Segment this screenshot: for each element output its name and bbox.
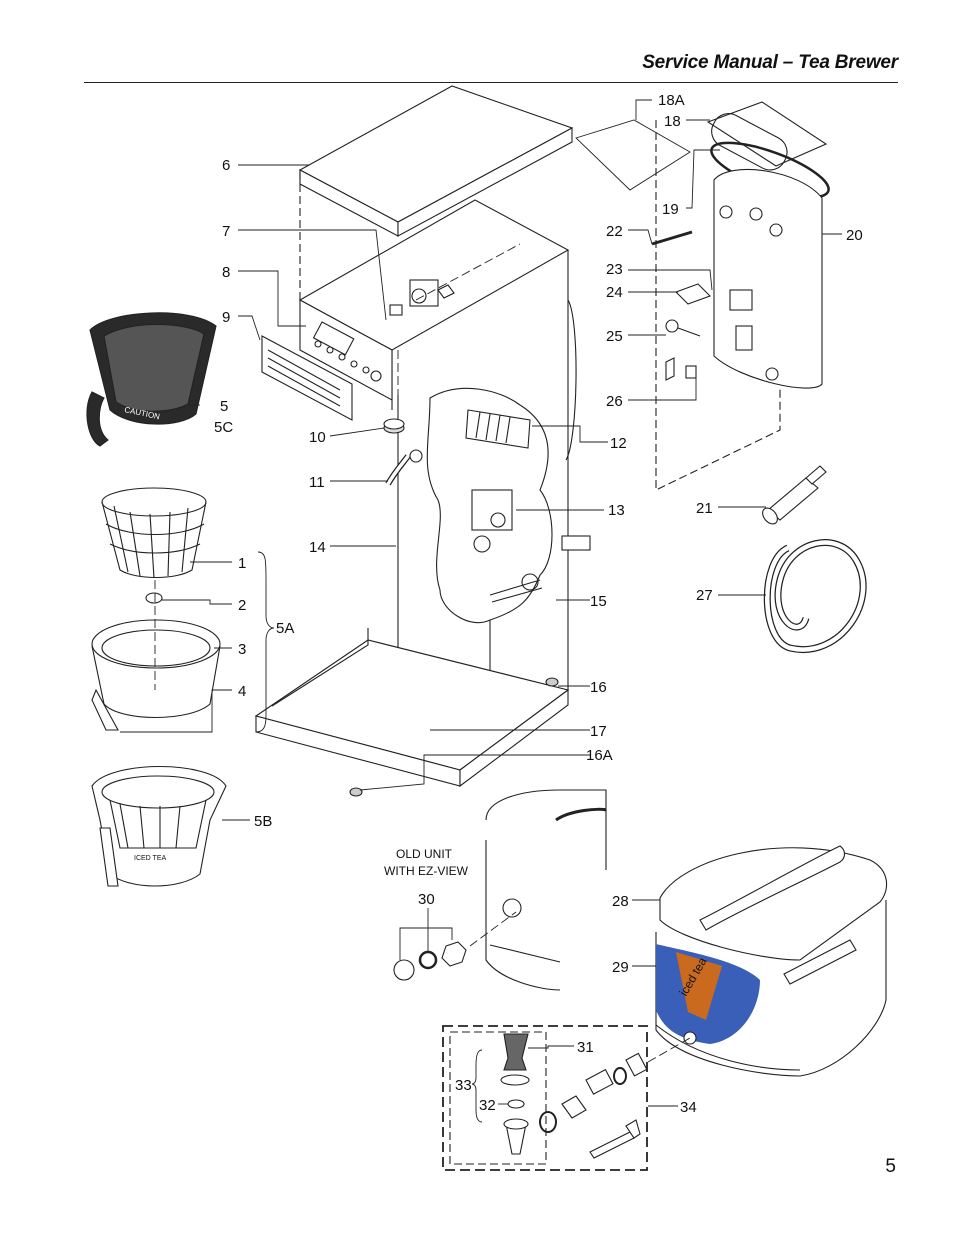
dispenser-28-29 xyxy=(655,845,888,1077)
bracket-26 xyxy=(665,357,697,381)
callout-23: 23 xyxy=(606,261,623,278)
callout-24: 24 xyxy=(606,284,623,301)
callout-5b: 5B xyxy=(254,813,272,830)
callout-27: 27 xyxy=(696,587,713,604)
phantom-lines xyxy=(154,243,691,1063)
faucet-seat-32 xyxy=(503,1099,529,1155)
callout-17: 17 xyxy=(590,723,607,740)
tubing-27 xyxy=(763,539,867,653)
drip-tray-17 xyxy=(254,628,570,788)
callout-12: 12 xyxy=(610,435,627,452)
probe-22 xyxy=(651,230,693,246)
callout-30: 30 xyxy=(418,891,435,908)
leg-16a xyxy=(349,787,363,797)
faucet-fittings xyxy=(539,1052,648,1159)
leader-lines xyxy=(120,99,842,1123)
callout-18: 18 xyxy=(664,113,681,130)
faucet-handle-31 xyxy=(500,1033,530,1086)
callout-2: 2 xyxy=(238,597,246,614)
control-panel xyxy=(299,299,393,401)
callout-20: 20 xyxy=(846,227,863,244)
tank-gasket-18a xyxy=(575,119,691,191)
control-panel-overlay xyxy=(261,335,353,421)
callout-22: 22 xyxy=(606,223,623,240)
relay-24 xyxy=(675,283,711,305)
leg-16 xyxy=(545,677,559,687)
callout-labels: 6 7 8 9 5 5C 10 11 14 1 2 5A 3 4 5B 12 1… xyxy=(214,92,863,1116)
sealant-tube-21 xyxy=(762,465,827,525)
callout-16a: 16A xyxy=(586,747,613,764)
callout-10: 10 xyxy=(309,429,326,446)
tank-20 xyxy=(713,169,823,389)
callout-32: 32 xyxy=(479,1097,496,1114)
callout-4: 4 xyxy=(238,683,246,700)
old-unit-note-line1: OLD UNIT xyxy=(396,847,453,861)
callout-33: 33 xyxy=(455,1077,472,1094)
callout-9: 9 xyxy=(222,309,230,326)
callout-16: 16 xyxy=(590,679,607,696)
callout-5a: 5A xyxy=(276,620,294,637)
sensor-25 xyxy=(665,319,701,337)
page-header-title: Service Manual – Tea Brewer xyxy=(642,52,898,73)
old-dispenser xyxy=(485,789,607,991)
brewer-top-cover xyxy=(298,85,574,237)
old-unit-note-line2: WITH EZ-VIEW xyxy=(384,864,469,878)
callout-28: 28 xyxy=(612,893,629,910)
callout-7: 7 xyxy=(222,223,230,240)
callout-1: 1 xyxy=(238,555,246,572)
funnel-handle-4 xyxy=(91,688,119,731)
tank-lid-18 xyxy=(706,101,828,171)
callout-26: 26 xyxy=(606,393,623,410)
funnel-body-3 xyxy=(91,619,221,718)
callout-21: 21 xyxy=(696,500,713,517)
tube-11 xyxy=(385,449,423,486)
callout-3: 3 xyxy=(238,641,246,658)
callout-15: 15 xyxy=(590,593,607,610)
callout-5c: 5C xyxy=(214,419,233,436)
sight-gauge-parts-30 xyxy=(393,941,467,981)
faucet-kit-34 xyxy=(442,1025,648,1171)
callout-34: 34 xyxy=(680,1099,697,1116)
callout-11: 11 xyxy=(309,474,325,491)
brewer-cutaway xyxy=(426,387,591,624)
callout-18a: 18A xyxy=(658,92,685,109)
callout-29: 29 xyxy=(612,959,629,976)
splash-guard-2 xyxy=(145,592,163,604)
callout-31: 31 xyxy=(577,1039,594,1056)
callout-25: 25 xyxy=(606,328,623,345)
tank-phantom-outline xyxy=(655,120,781,491)
callout-5: 5 xyxy=(220,398,228,415)
callout-19: 19 xyxy=(662,201,679,218)
sprayhead-10 xyxy=(383,418,405,434)
callout-14: 14 xyxy=(309,539,326,556)
wire-basket-1 xyxy=(101,487,207,579)
page-number: 5 xyxy=(885,1156,896,1177)
brewer-body-frame xyxy=(298,170,577,716)
funnel-5b xyxy=(91,766,227,887)
old-unit-note: OLD UNIT WITH EZ-VIEW xyxy=(384,847,469,878)
callout-8: 8 xyxy=(222,264,230,281)
header-rule xyxy=(84,82,898,83)
callout-13: 13 xyxy=(608,502,625,519)
funnel-5b-label: ICED TEA xyxy=(134,855,166,862)
funnel-5 xyxy=(86,312,217,447)
callout-6: 6 xyxy=(222,157,230,174)
